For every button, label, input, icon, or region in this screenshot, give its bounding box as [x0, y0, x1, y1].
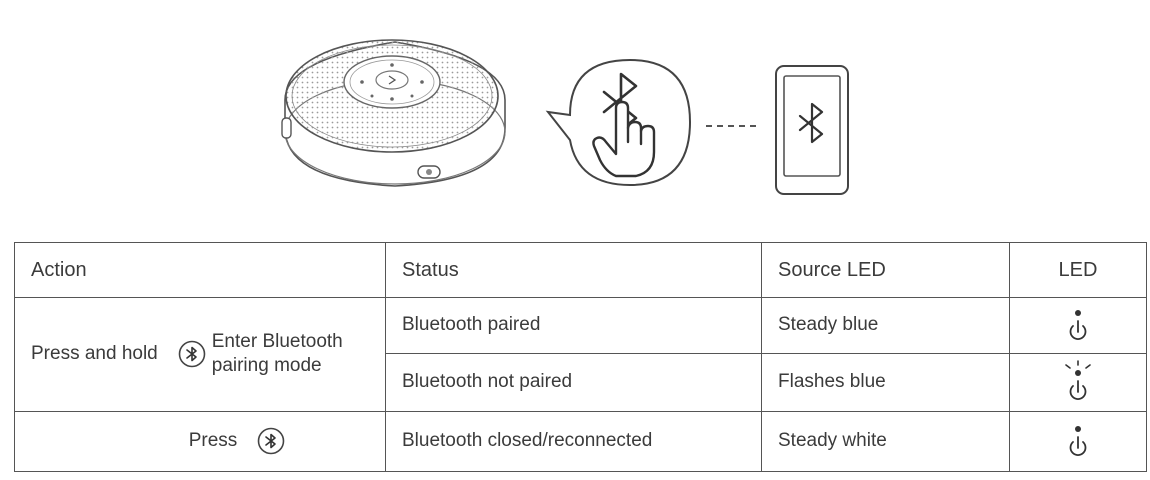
table-row: Press and hold Enter Bluetooth pairing m… [14, 297, 1147, 412]
action-cell-press: Press [14, 410, 386, 473]
led-status-table: Action Status Source LED LED Press and h… [14, 242, 1147, 473]
led-flashing-icon [1010, 360, 1146, 404]
pairing-bubble [545, 58, 692, 187]
status-cell: Bluetooth not paired [385, 352, 762, 412]
header-source-led: Source LED [761, 242, 1010, 298]
action-prefix: Press and hold [31, 343, 158, 365]
smartphone-icon [775, 65, 849, 195]
pairing-illustration [281, 39, 849, 195]
source-led-cell: Steady white [761, 410, 1010, 473]
header-status: Status [385, 242, 762, 298]
table-header-row: Action Status Source LED LED [14, 242, 1147, 298]
status-cell: Bluetooth paired [385, 297, 762, 354]
header-led: LED [1009, 242, 1147, 298]
bluetooth-button-icon [257, 427, 285, 455]
speakerphone-illustration [281, 39, 506, 187]
led-cell [1009, 297, 1147, 354]
led-cell [1009, 410, 1147, 473]
header-action: Action [14, 242, 386, 298]
action-prefix: Press [188, 430, 238, 452]
action-cell-press-and-hold: Press and hold Enter Bluetooth pairing m… [14, 297, 386, 412]
led-steady-icon [1010, 307, 1146, 343]
bluetooth-button-icon [178, 340, 206, 368]
pointing-hand-icon [592, 100, 656, 178]
led-steady-icon [1010, 423, 1146, 459]
led-cell [1009, 352, 1147, 412]
action-desc-line1: Enter Bluetooth [211, 331, 343, 353]
led-status-table-container: Action Status Source LED LED Press and h… [14, 242, 1147, 473]
source-led-cell: Flashes blue [761, 352, 1010, 412]
table-row: Press Bluetooth closed/reconnected Stead… [14, 410, 1147, 473]
source-led-cell: Steady blue [761, 297, 1010, 354]
action-desc-line2: pairing mode [211, 355, 322, 377]
table-row: Bluetooth not paired Flashes blue [15, 352, 1147, 412]
status-cell: Bluetooth closed/reconnected [385, 410, 762, 473]
